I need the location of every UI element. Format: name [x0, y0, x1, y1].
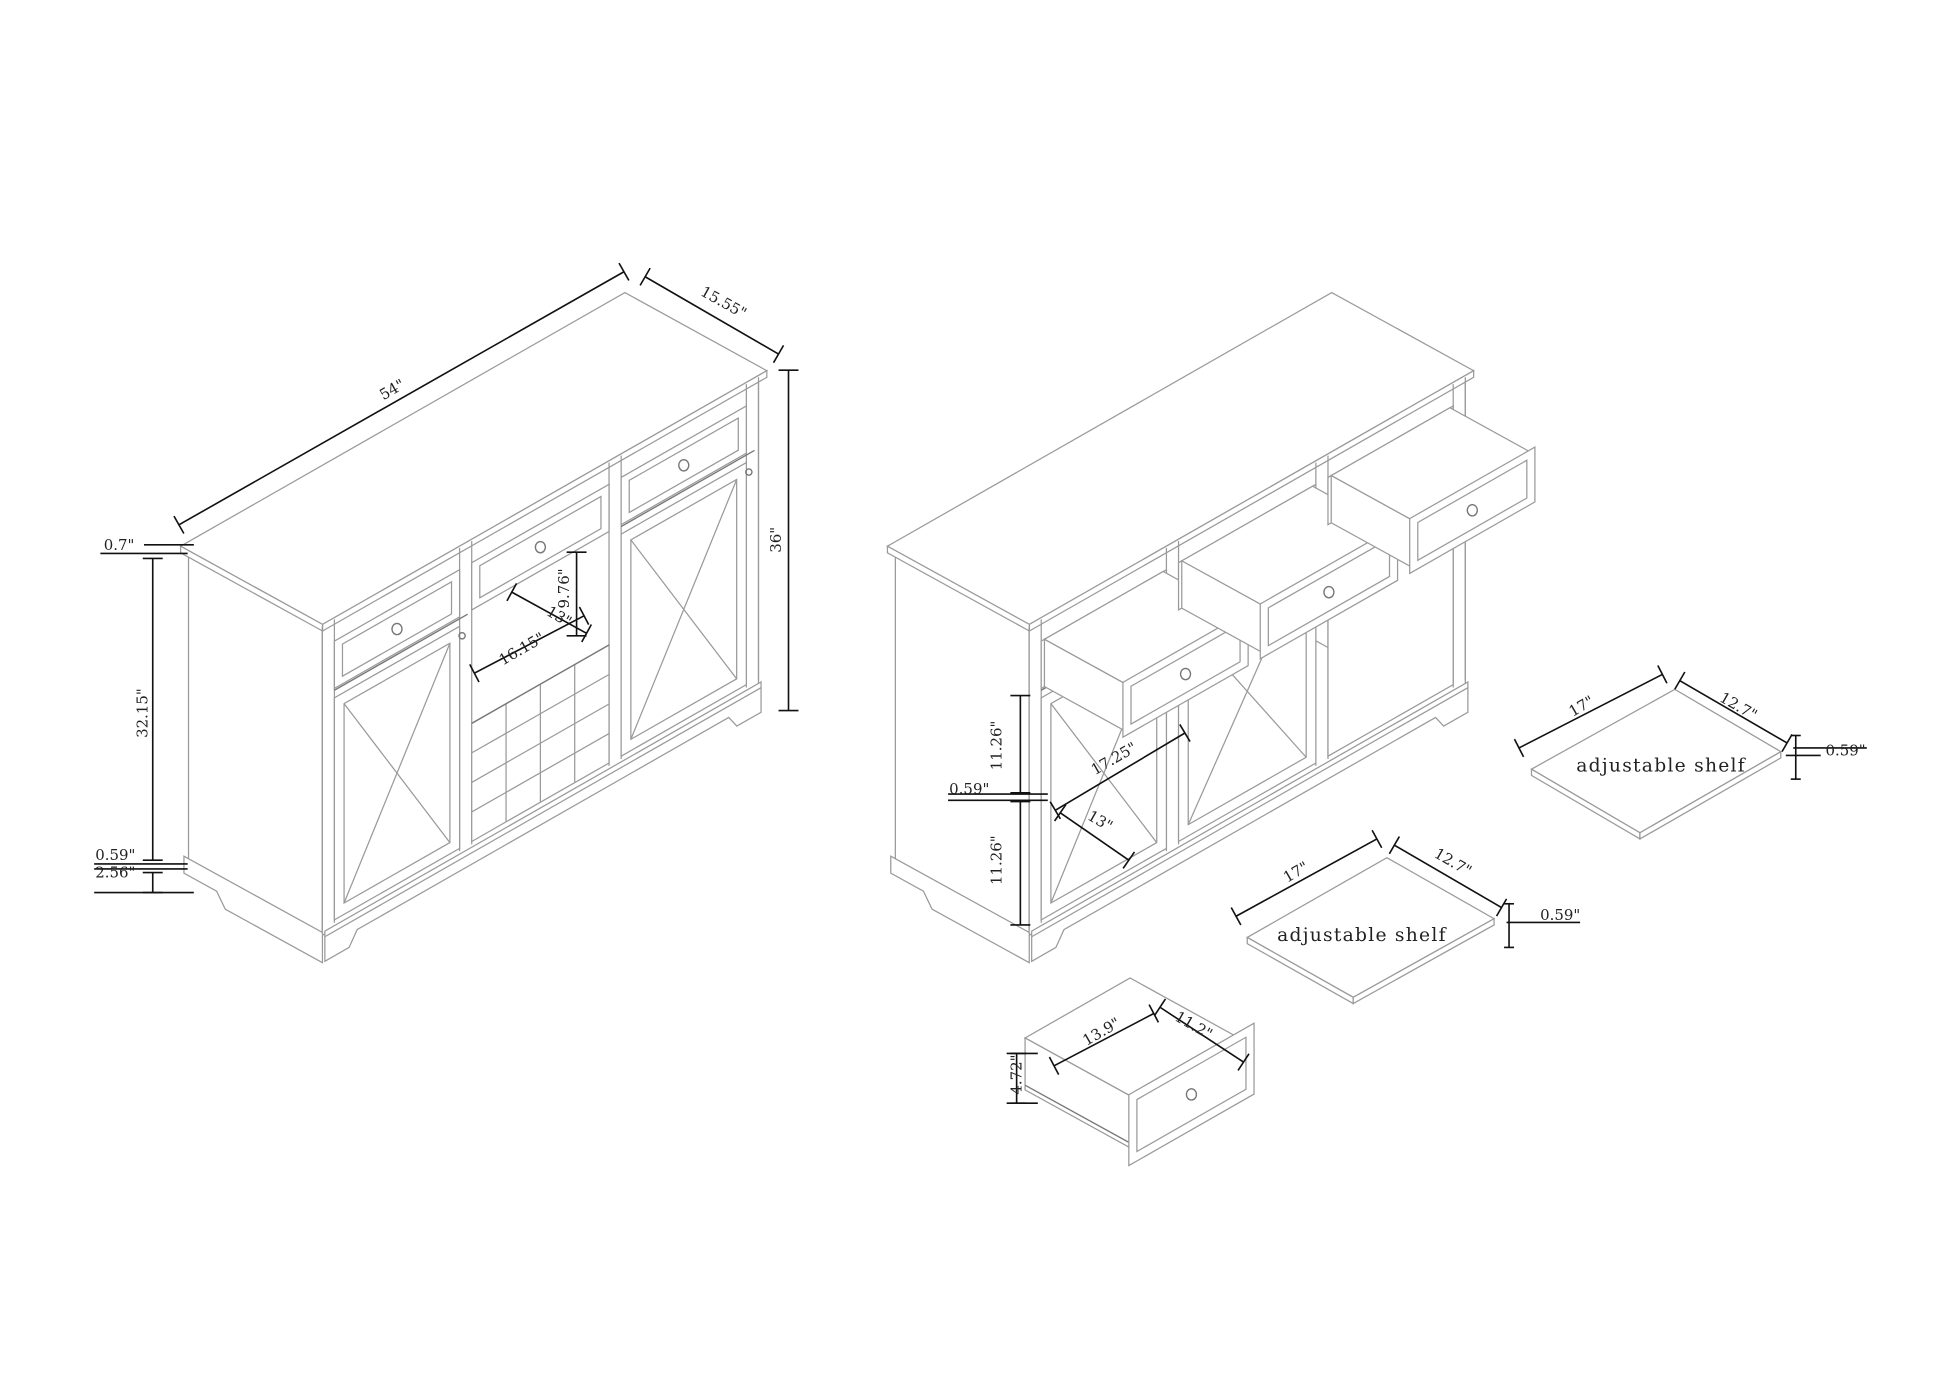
- dimension-label: 0.7": [104, 536, 135, 554]
- top-side-edge: [886, 545, 1030, 633]
- rack-divider: [471, 732, 610, 813]
- door-roller-icon: [458, 631, 466, 640]
- dimension-label: 15.55": [698, 282, 750, 322]
- dimension-tick: [1781, 733, 1793, 753]
- dimension-tick: [506, 583, 518, 602]
- dimension-tick: [639, 267, 651, 286]
- rack-divider: [471, 703, 610, 783]
- drawer-slide: [1024, 1084, 1138, 1148]
- dimension-line: [1054, 732, 1186, 811]
- dimension-line: [1235, 838, 1378, 917]
- dimension-line: [1053, 1012, 1155, 1067]
- drawer-knob-icon: [1323, 585, 1335, 599]
- door-brace: [630, 479, 738, 740]
- door-roller-icon: [745, 468, 753, 476]
- dimension-line: [1679, 679, 1788, 744]
- drawer-knob-icon: [1179, 667, 1192, 681]
- dimension-tick: [1048, 1056, 1060, 1076]
- dimension-tick: [1153, 998, 1167, 1017]
- dimension-tick: [469, 663, 480, 683]
- adjustable-shelf-2: [1245, 856, 1496, 1005]
- dimension-label: 12.7": [1431, 844, 1475, 880]
- shelf-line: [471, 644, 610, 724]
- drawer-panel: [341, 580, 453, 678]
- dimension-tick: [1148, 1004, 1160, 1023]
- drawer-detail: [1023, 977, 1255, 1167]
- dimension-tick: [1179, 724, 1191, 742]
- base-side: [890, 855, 1030, 964]
- drawer-panel: [1417, 459, 1528, 562]
- dimension-label: 11.26": [988, 721, 1006, 771]
- dimension-tick: [1053, 804, 1067, 822]
- dimension-label: 0.59": [949, 780, 989, 798]
- drawer-knob-icon: [1466, 503, 1478, 517]
- shelf-edge: [1352, 917, 1495, 1005]
- dimension-tick: [1495, 898, 1508, 917]
- adjustable-shelf-1: [1530, 688, 1783, 841]
- shelf-label: adjustable shelf: [1277, 925, 1447, 946]
- dimension-tick: [578, 606, 590, 626]
- dimension-line: [511, 591, 587, 634]
- shelf-label: adjustable shelf: [1576, 756, 1746, 777]
- dimension-line: [1518, 673, 1663, 749]
- base-plinth: [1031, 680, 1469, 963]
- dimension-line: [1393, 844, 1502, 909]
- dimension-line: [644, 276, 779, 355]
- drawer-panel: [1136, 1036, 1247, 1153]
- dimension-label: 2.56": [95, 864, 135, 882]
- door-rail: [620, 449, 755, 528]
- closed-sideboard-view: [179, 291, 769, 964]
- edge-line: [1031, 687, 1469, 938]
- dimension-tick: [581, 624, 593, 643]
- dimension-label: 0.59": [1540, 906, 1580, 924]
- dimension-tick: [1388, 836, 1401, 855]
- dimension-label: 4.72": [1008, 1054, 1026, 1094]
- rack-divider: [471, 673, 610, 754]
- base-side: [183, 855, 324, 964]
- dimension-label: 11.26": [988, 835, 1006, 885]
- dimension-label: 9.76": [555, 568, 573, 608]
- dimension-tick: [1371, 829, 1383, 849]
- drawer-panel: [628, 417, 739, 514]
- dimension-labels: 54"15.55"36"0.7"32.15"0.59"2.56"9.76"13"…: [95, 282, 1865, 1094]
- base-plinth: [324, 680, 762, 963]
- dimension-tick: [1657, 665, 1668, 684]
- dimension-tick: [173, 515, 185, 534]
- dimension-label: 54": [376, 375, 407, 404]
- open-sideboard-view: [886, 291, 1536, 964]
- drawer-panel: [479, 495, 602, 599]
- dimension-label: 32.15": [134, 688, 152, 738]
- dimension-line: [473, 615, 585, 674]
- shelf-edge: [1639, 750, 1782, 841]
- edge-line: [324, 687, 762, 938]
- drawer-knob-icon: [534, 540, 547, 554]
- top-side-edge: [179, 545, 324, 633]
- dimension-tick: [1237, 1053, 1250, 1071]
- dimension-label: 17": [1280, 858, 1311, 887]
- dimension-tick: [1674, 671, 1686, 690]
- dimension-label: 17": [1566, 692, 1597, 721]
- dimension-line: [1159, 1006, 1244, 1063]
- dimension-tick: [1513, 738, 1525, 758]
- dimension-tick: [618, 262, 630, 281]
- drawer-knob-icon: [678, 458, 690, 472]
- dimension-tick: [772, 344, 785, 364]
- dimension-lines: [94, 262, 1867, 1105]
- door-rail: [334, 613, 469, 691]
- dimension-label: 0.59": [1826, 741, 1866, 759]
- drawer-knob-icon: [1185, 1088, 1198, 1101]
- dimension-line: [178, 271, 625, 526]
- door-brace: [343, 642, 451, 904]
- dimension-tick: [1230, 907, 1242, 926]
- dimension-label: 36": [767, 527, 785, 553]
- dimension-label: 0.59": [95, 846, 135, 864]
- drawer-knob-icon: [391, 622, 403, 636]
- dimension-line: [1059, 812, 1130, 861]
- dimension-tick: [1122, 851, 1136, 869]
